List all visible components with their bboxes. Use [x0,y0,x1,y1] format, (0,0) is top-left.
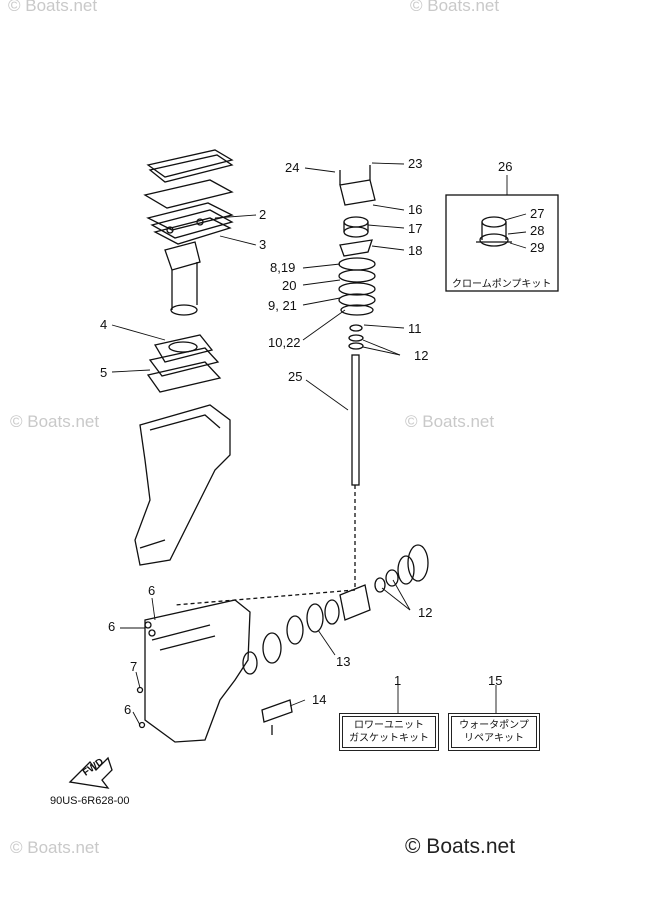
propshaft-seal-stack [242,544,429,675]
callout-10-22: 10,22 [268,335,301,350]
callout-25: 25 [288,369,303,384]
watermark-mid-right: © Boats.net [405,412,495,431]
watermark-top-left: © Boats.net [8,0,98,15]
callout-16: 16 [408,202,423,217]
callout-6b: 6 [108,619,116,634]
lower-unit-gasket-kit-line2: ガスケットキット [349,733,429,744]
callout-9-21: 9, 21 [268,298,297,313]
callout-28: 28 [530,223,545,238]
callout-1: 1 [394,673,402,688]
water-pump-parts [338,165,376,350]
callout-5: 5 [100,365,108,380]
chrome-pump-kit-frame [445,194,559,292]
callout-11: 11 [408,321,422,336]
water-pump-repair-kit-line2: リペアキット [464,733,524,744]
callout-12a: 12 [414,348,429,363]
callout-7: 7 [130,659,138,674]
chrome-pump-kit-label: クロームポンプキット [452,279,552,290]
callout-6c: 6 [124,702,132,717]
fwd-arrow-icon [68,756,113,789]
watermark-top-right: © Boats.net [410,0,500,15]
callout-12b: 12 [418,605,433,620]
chrome-pump-housing [476,216,512,247]
watermark-bottom-right: © Boats.net [405,835,516,858]
callout-26: 26 [498,159,513,174]
callout-20: 20 [282,278,297,293]
callout-2: 2 [259,207,267,222]
callout-14: 14 [312,692,327,707]
callout-29: 29 [530,240,545,255]
drive-shaft [174,354,360,606]
watermark-bottom-left: © Boats.net [10,838,100,857]
callout-6a: 6 [148,583,156,598]
inlet-cover [261,699,293,735]
callout-18: 18 [408,243,423,258]
diagram-code: 90US-6R628-00 [50,795,130,807]
callout-8-19: 8,19 [270,260,296,275]
callout-13: 13 [336,654,351,669]
watermark-mid-left: © Boats.net [10,412,100,431]
leader-lines [111,162,527,726]
exhaust-tube [164,241,201,316]
callout-15: 15 [488,673,503,688]
lower-unit-housing [136,599,251,743]
callout-23: 23 [408,156,423,171]
mid-gasket-stack [146,334,222,393]
lower-unit-gasket-kit-box: ロワーユニット ガスケットキット [339,713,439,751]
lower-unit-gasket-kit-line1: ロワーユニット [354,720,424,731]
callout-27: 27 [530,206,545,221]
callout-4: 4 [100,317,108,332]
water-pump-repair-kit-box: ウォータポンプ リペアキット [448,713,540,751]
callout-17: 17 [408,221,423,236]
upper-casing [134,404,231,566]
callout-24: 24 [285,160,300,175]
callout-3: 3 [259,237,267,252]
water-pump-repair-kit-line1: ウォータポンプ [459,720,529,731]
upper-gasket-stack [143,149,234,245]
